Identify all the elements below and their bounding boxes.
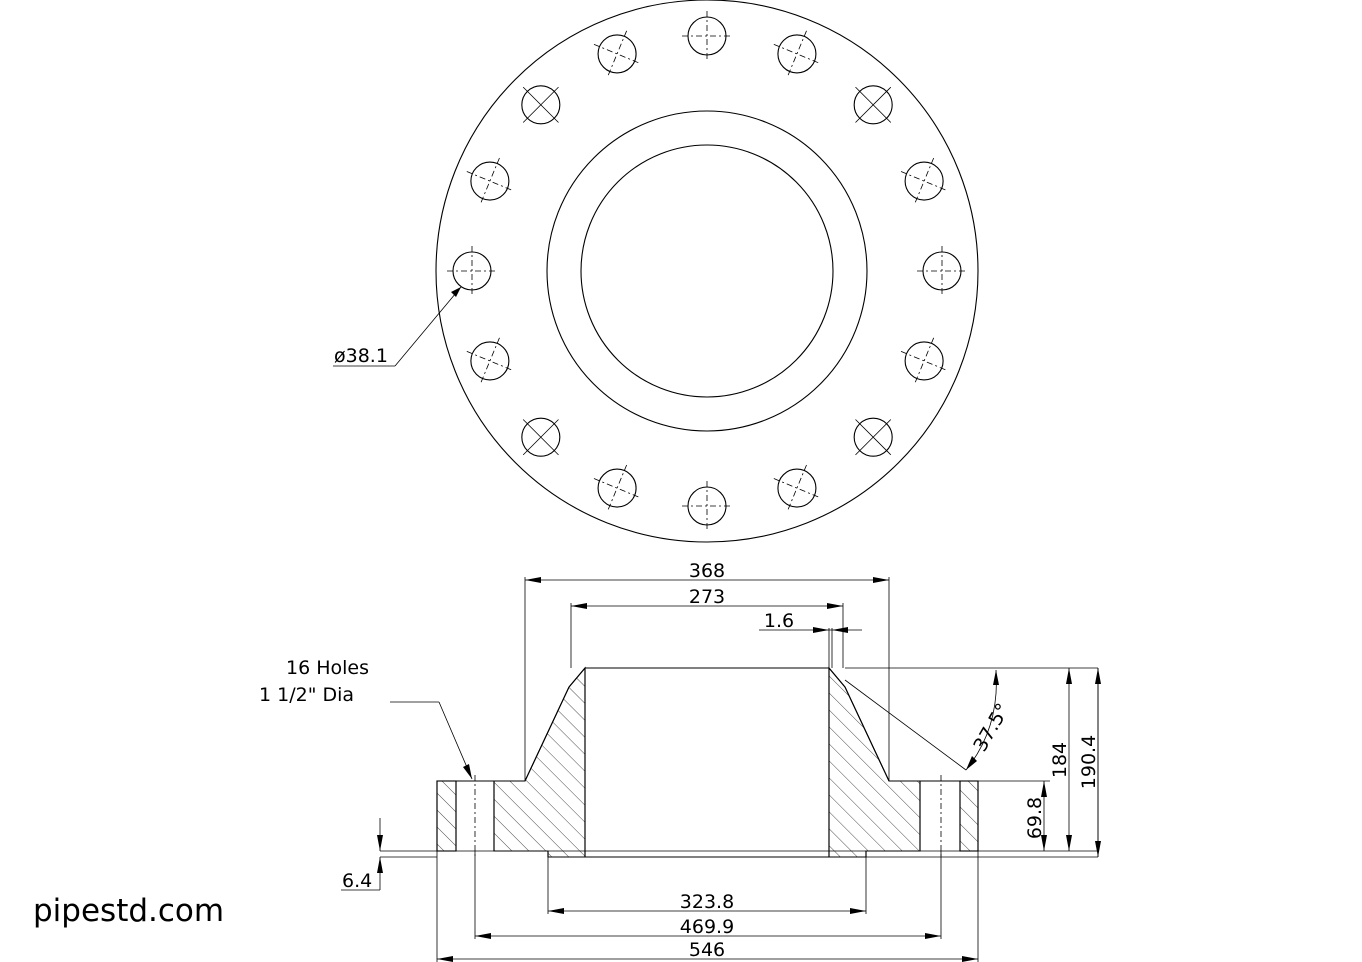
section-hatch-right-outer: [959, 780, 979, 852]
bolt-hole: [466, 157, 514, 205]
section-hatch-left: [493, 666, 586, 858]
dim-rf-dia: 323.8: [680, 891, 734, 913]
dim-height-b: 190.4: [1078, 735, 1100, 789]
dim-flange-thk: 69.8: [1024, 797, 1046, 839]
holes-label-line2: 1 1/2" Dia: [259, 684, 354, 706]
section-hatch-left-outer: [436, 780, 457, 852]
dim-hub-dia: 368: [689, 560, 725, 582]
bolt-hole: [853, 85, 893, 125]
hub-circle: [546, 110, 868, 432]
watermark: pipestd.com: [33, 893, 225, 929]
top-view: ø38.1: [333, 0, 979, 543]
section-view: 368 273 1.6 37.5° 184 190.4: [259, 560, 1101, 962]
bolt-hole: [466, 337, 514, 385]
bolt-hole: [682, 11, 732, 61]
bolt-hole: [682, 481, 732, 531]
hole-dia-leader: [394, 286, 462, 367]
dim-height-a: 184: [1049, 742, 1071, 778]
dim-bolt-circle: 469.9: [680, 916, 734, 938]
angle-label: 37.5°: [969, 700, 1014, 756]
hole-dia-label: ø38.1: [334, 345, 388, 367]
dim-raised-face: 6.4: [342, 870, 372, 892]
dim-bore-top: 273: [689, 586, 725, 608]
dim-chamfer: 1.6: [764, 610, 794, 632]
bolt-hole: [521, 85, 561, 125]
bolt-hole: [917, 246, 967, 296]
bolt-hole: [900, 157, 948, 205]
bolt-hole: [521, 417, 561, 457]
bolt-hole: [853, 417, 893, 457]
holes-label-line1: 16 Holes: [286, 657, 369, 679]
section-hatch-right: [828, 666, 921, 858]
dim-outer-dia: 546: [689, 939, 725, 961]
bolt-holes: [447, 11, 967, 531]
bolt-hole: [593, 464, 641, 512]
bolt-hole: [447, 246, 497, 296]
bolt-hole: [773, 464, 821, 512]
flange-outline: [436, 667, 979, 851]
bolt-hole: [900, 337, 948, 385]
bolt-hole: [593, 30, 641, 78]
bolt-hole: [773, 30, 821, 78]
bore-circle: [580, 144, 834, 398]
flange-outer-circle: [435, 0, 979, 543]
